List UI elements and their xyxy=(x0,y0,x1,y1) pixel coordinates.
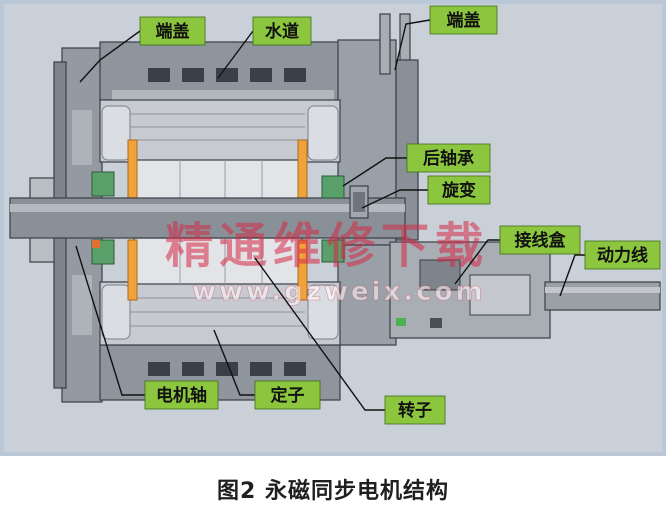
label-end-cover-right: 端盖 xyxy=(429,5,498,35)
leader-stator xyxy=(213,329,255,396)
resolver xyxy=(349,185,369,219)
rotor-magnet xyxy=(297,139,308,201)
stator-end-winding xyxy=(101,105,131,161)
label-box xyxy=(429,5,498,35)
label-box xyxy=(384,395,446,425)
label-text: 电机轴 xyxy=(156,385,207,406)
stator-end-winding xyxy=(307,284,339,340)
leader-motor-shaft xyxy=(75,245,145,396)
water-channel-slot xyxy=(284,68,306,82)
label-text: 接线盒 xyxy=(515,230,567,251)
stator-end-winding xyxy=(101,284,131,340)
water-channel-slot xyxy=(250,362,272,376)
power-cable-body xyxy=(544,281,661,311)
water-channel-slot xyxy=(182,68,204,82)
front-bearing xyxy=(91,171,115,265)
water-channel-slot xyxy=(148,362,170,376)
label-box xyxy=(584,240,661,270)
label-box xyxy=(139,16,206,46)
rear-bearing xyxy=(321,175,345,263)
water-channel-slot xyxy=(182,362,204,376)
leader-junction-box xyxy=(454,239,500,285)
leader-rear-bearing xyxy=(342,157,407,187)
label-text: 水道 xyxy=(265,21,299,42)
rotor-magnet xyxy=(297,239,308,301)
label-resolver: 旋变 xyxy=(427,175,491,205)
power-cable xyxy=(544,281,661,311)
left-end-cover-rib xyxy=(72,275,92,335)
label-text: 端盖 xyxy=(156,21,190,42)
motor-diagram: 精通维修下载 www.gzweix.com 端盖 水道 端盖 后轴承 xyxy=(0,0,666,456)
label-water-channel: 水道 xyxy=(252,16,312,46)
water-channel-slot xyxy=(216,362,238,376)
junction-terminal xyxy=(419,259,461,291)
water-channel-slot xyxy=(216,68,238,82)
label-box xyxy=(254,380,321,410)
left-end-cover-rib xyxy=(72,110,92,165)
resolver-coil xyxy=(353,192,365,212)
water-channel-slot xyxy=(250,68,272,82)
label-box xyxy=(144,380,219,410)
motor-shaft xyxy=(9,197,406,239)
label-stator: 定子 xyxy=(254,380,321,410)
label-text: 端盖 xyxy=(447,10,481,31)
label-text: 定子 xyxy=(271,385,305,406)
label-motor-shaft: 电机轴 xyxy=(144,380,219,410)
label-box xyxy=(252,16,312,46)
housing-top xyxy=(99,41,341,101)
leader-end-cover-left xyxy=(79,30,141,83)
label-text: 转子 xyxy=(398,400,432,421)
rotor-magnet xyxy=(127,139,138,201)
label-box xyxy=(406,143,491,173)
watermark-main: 精通维修下载 xyxy=(165,218,489,274)
label-rear-bearing: 后轴承 xyxy=(406,143,491,173)
power-cable-highlight xyxy=(545,287,660,293)
rotor-magnet xyxy=(127,239,138,301)
label-junction-box: 接线盒 xyxy=(499,225,581,255)
label-rotor: 转子 xyxy=(384,395,446,425)
junction-connector xyxy=(469,274,531,316)
leader-water-channel xyxy=(217,30,254,79)
leader-end-cover-right xyxy=(394,19,431,71)
water-channel-slot xyxy=(284,362,306,376)
stator-end-winding xyxy=(307,105,339,161)
figure-caption: 图2 永磁同步电机结构 xyxy=(217,479,449,504)
bearing-block xyxy=(321,239,345,263)
junction-box xyxy=(389,241,551,339)
shaft-highlight xyxy=(10,204,405,212)
leader-power-cable xyxy=(559,254,585,297)
stator-top xyxy=(99,99,341,163)
bearing-seal xyxy=(92,240,100,248)
right-end-cover-lower xyxy=(337,244,397,346)
label-box xyxy=(499,225,581,255)
label-text: 动力线 xyxy=(597,245,648,266)
watermark-url: www.gzweix.com xyxy=(192,277,486,307)
label-power-cable: 动力线 xyxy=(584,240,661,270)
right-end-cover-fin xyxy=(379,13,391,75)
label-text: 后轴承 xyxy=(423,148,474,169)
bearing-block xyxy=(91,171,115,197)
junction-seal xyxy=(396,318,406,326)
rotor xyxy=(127,139,308,301)
bearing-block xyxy=(321,175,345,199)
leader-resolver xyxy=(361,189,428,209)
label-text: 旋变 xyxy=(441,180,476,201)
label-box xyxy=(427,175,491,205)
housing-top-cavity xyxy=(112,90,334,100)
water-channel-slot xyxy=(148,68,170,82)
label-end-cover-left: 端盖 xyxy=(139,16,206,46)
leader-rotor xyxy=(254,257,385,411)
rotor-core-top xyxy=(133,159,303,201)
junction-bolt xyxy=(430,318,442,328)
